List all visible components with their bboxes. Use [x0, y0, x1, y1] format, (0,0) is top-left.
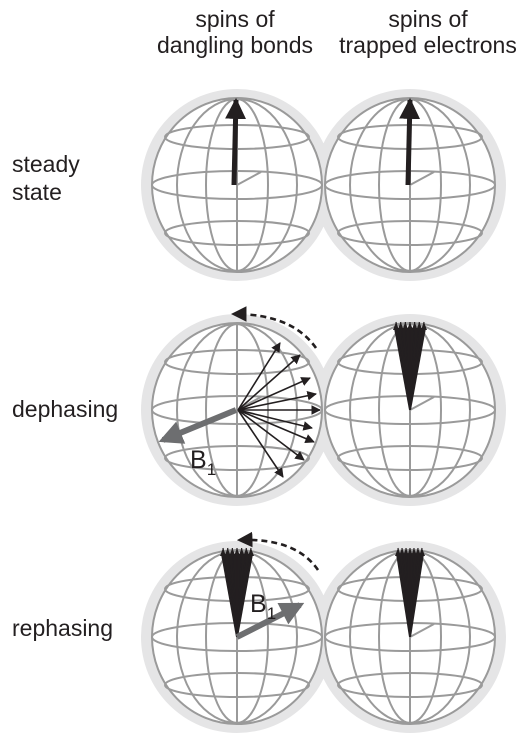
field-label-b1-dephasing: B1: [190, 446, 216, 479]
spin-arrow-line: [222, 547, 238, 638]
arrows-layer: [158, 97, 427, 640]
spin-arrow-line: [231, 547, 238, 638]
spin-arrow-head: [243, 548, 250, 556]
column-header-line: dangling bonds: [156, 32, 314, 58]
spin-arrow-dephased: [237, 409, 284, 478]
spin-arrow-line: [409, 321, 425, 411]
column-header-line: spins of: [195, 6, 275, 32]
spin-arrow-dephased: [237, 377, 311, 411]
spin-arrow-head: [416, 322, 423, 330]
spheres-layer: [141, 89, 506, 733]
spin-arrow-line: [227, 547, 238, 638]
spin-arrow-head: [238, 548, 245, 556]
sphere-dangling-bonds-dephasing: [151, 322, 323, 498]
spin-arrow-head: [411, 548, 417, 556]
spin-arrow-line: [409, 547, 415, 638]
row-label-dephasing: dephasing: [12, 395, 118, 423]
latitude-upper: [164, 349, 310, 375]
rotation-arrow-dashed: [230, 306, 318, 349]
row-label-line: dephasing: [12, 396, 119, 422]
spin-arrow-head: [419, 548, 425, 556]
row-label-line: steady: [12, 151, 80, 177]
spin-arrow-head: [395, 548, 401, 556]
latitude-lower: [337, 220, 483, 246]
field-arrow-b1: [235, 602, 305, 640]
row-label-steady-state: steady state: [12, 150, 80, 206]
spin-arrow-head: [407, 548, 413, 556]
spin-arrow: [399, 97, 421, 186]
spin-arrow-line: [236, 547, 247, 638]
spin-arrow-head: [397, 322, 404, 330]
column-header-line: trapped electrons: [339, 32, 517, 58]
spin-bundle-dangling-rephasing: [220, 547, 254, 638]
column-header-dangling-bonds: spins of dangling bonds: [140, 6, 330, 58]
row-label-rephasing: rephasing: [12, 614, 113, 642]
spin-arrow-head: [393, 322, 399, 330]
spin-arrow-line: [236, 547, 243, 638]
spin-arrow-head: [220, 548, 226, 556]
spin-arrow-head: [402, 322, 409, 330]
spin-arrow-head: [229, 548, 236, 556]
column-header-trapped-electrons: spins of trapped electrons: [333, 6, 523, 58]
spin-arrow-head: [248, 548, 254, 556]
latitude-lower: [164, 445, 310, 471]
spin-arrow-line: [409, 321, 420, 411]
axis-tick: [409, 396, 435, 411]
spin-arrow-line: [404, 321, 411, 411]
spin-arrow-line: [405, 547, 411, 638]
spin-arrow-dephased: [237, 409, 313, 431]
spin-arrow-line: [395, 321, 411, 411]
spin-arrow-head: [399, 548, 405, 556]
spin-arrow-head: [224, 548, 231, 556]
equator: [151, 170, 323, 200]
spin-arrow-dephased: [237, 342, 281, 411]
latitude-lower: [337, 445, 483, 471]
field-label-b1-rephasing: B1: [250, 590, 276, 623]
spin-arrow-head: [421, 322, 427, 330]
spin-arrow-head: [415, 548, 421, 556]
spin-arrow-head: [407, 322, 413, 330]
field-arrow-b1: [158, 407, 238, 444]
axis-tick: [236, 171, 262, 186]
spin-arrow-head: [234, 548, 240, 556]
column-header-line: spins of: [388, 6, 468, 32]
spin-bundle-trapped-dephasing: [393, 321, 427, 411]
spin-arrow: [225, 97, 247, 186]
spin-arrow-line: [401, 547, 411, 638]
spin-arrow-line: [236, 547, 252, 638]
axis-tick: [409, 171, 435, 186]
row-label-line: rephasing: [12, 615, 114, 641]
spin-arrow-line: [409, 321, 416, 411]
latitude-lower: [337, 672, 483, 698]
axis-tick: [409, 623, 435, 638]
spin-arrow-dephased: [237, 354, 301, 411]
spin-arrow-head: [411, 322, 418, 330]
equator: [151, 395, 323, 425]
latitude-lower: [164, 672, 310, 698]
spin-arrow-line: [409, 547, 423, 638]
spin-arrow-line: [409, 547, 419, 638]
spin-arrow-head: [403, 548, 409, 556]
latitude-lower: [164, 220, 310, 246]
spin-arrow-dephased: [237, 409, 305, 461]
row-label-line: state: [12, 179, 62, 205]
spin-arrow-dephased: [237, 391, 317, 411]
spin-arrow-line: [400, 321, 411, 411]
spin-arrow-line: [397, 547, 411, 638]
spin-arrow-dephased: [237, 409, 315, 444]
spin-bundle-trapped-rephasing: [395, 547, 425, 638]
